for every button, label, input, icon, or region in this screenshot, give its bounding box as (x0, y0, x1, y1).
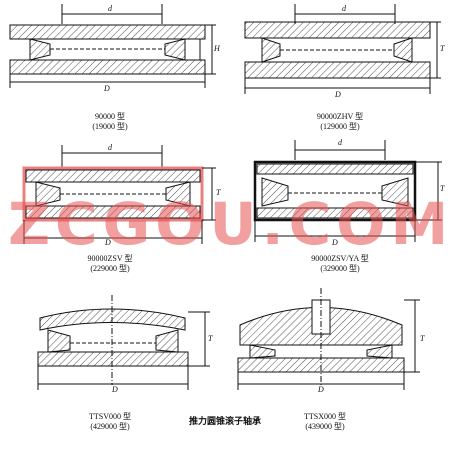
figure-type-4: 90000ZSV/YA 型 (311, 254, 369, 263)
figure-label-1: 90000 型 (19000 型) (50, 112, 170, 132)
figure-alt-2: (129000 型) (320, 122, 360, 131)
figure-90000 (9, 4, 216, 88)
figure-type-5: TTSV000 型 (89, 412, 131, 421)
dim-D-4: D (332, 238, 338, 247)
figure-ttsx000 (237, 288, 420, 390)
dim-D-5: D (112, 385, 118, 394)
figure-type-1: 90000 型 (95, 112, 125, 121)
dim-H-1: H (214, 44, 220, 53)
dim-D-6: D (318, 385, 324, 394)
dim-D-2: D (335, 90, 341, 99)
sheet-caption: 推力圆锥滚子轴承 (188, 417, 261, 427)
figure-alt-6: (439000 型) (305, 422, 345, 431)
dim-T-2: T (440, 44, 445, 53)
watermark: ZCGOU.COM (8, 190, 450, 258)
figure-90000zsv-ya (253, 140, 442, 242)
figure-label-5: TTSV000 型 (429000 型) (50, 412, 170, 432)
figure-type-3: 90000ZSV 型 (87, 254, 133, 263)
figure-type-6: TTSX000 型 (304, 412, 346, 421)
dim-D-1: D (104, 84, 110, 93)
figure-label-2: 90000ZHV 型 (129000 型) (280, 112, 400, 132)
dim-T-5: T (208, 334, 213, 343)
dim-T-4: T (440, 184, 445, 193)
figure-alt-4: (329000 型) (320, 264, 360, 273)
figure-90000zhv (244, 4, 441, 94)
figure-ttsv000 (37, 295, 210, 390)
figure-alt-5: (429000 型) (90, 422, 130, 431)
dim-d-4: d (338, 138, 342, 147)
dim-T-3: T (216, 188, 221, 197)
dim-d-2: d (342, 4, 346, 13)
dim-d-3: d (108, 143, 112, 152)
dim-d-1: d (108, 4, 112, 13)
figure-label-6: TTSX000 型 (439000 型) (265, 412, 385, 432)
figure-type-2: 90000ZHV 型 (316, 112, 364, 121)
figure-90000zsv (22, 145, 216, 244)
figure-label-3: 90000ZSV 型 (229000 型) (50, 254, 170, 274)
figure-label-4: 90000ZSV/YA 型 (329000 型) (280, 254, 400, 274)
figure-alt-1: (19000 型) (92, 122, 128, 131)
figure-alt-3: (229000 型) (90, 264, 130, 273)
dim-D-3: D (105, 238, 111, 247)
dim-T-6: T (420, 334, 425, 343)
